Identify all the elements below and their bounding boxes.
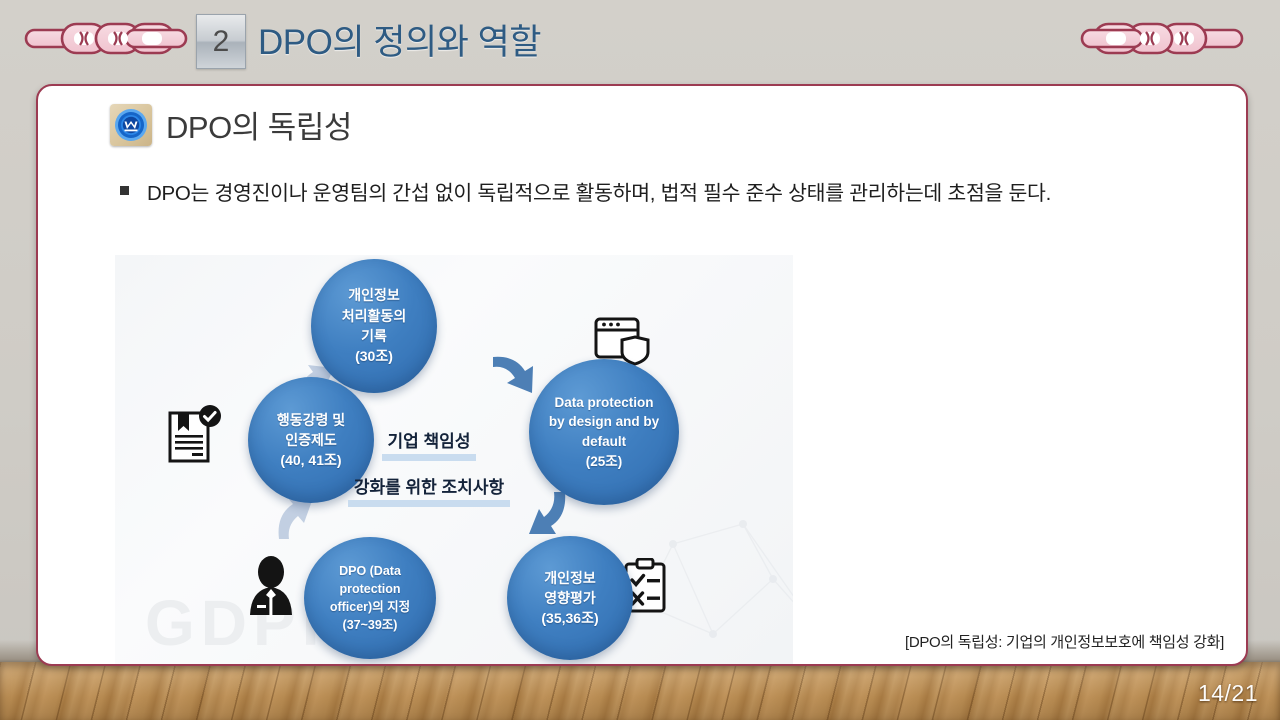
wooden-floor xyxy=(0,662,1280,720)
figure-caption: [DPO의 독립성: 기업의 개인정보보호에 책임성 강화] xyxy=(904,634,1225,651)
node-data-protection-by-design[interactable]: Data protection by design and by default… xyxy=(529,359,679,505)
chain-links-icon-left xyxy=(22,19,188,59)
certificate-icon xyxy=(165,403,227,470)
floor-sheen xyxy=(0,662,1280,720)
center-line-2: 강화를 위한 조치사항 xyxy=(347,477,511,508)
node-line: default xyxy=(581,434,627,449)
node-line: officer)의 지정 xyxy=(329,600,411,614)
node-record-of-processing[interactable]: 개인정보 처리활동의 기록 (30조) xyxy=(311,259,437,393)
cycle-diagram: GDPR xyxy=(115,255,793,664)
node-line: (25조) xyxy=(585,453,623,469)
node-line: Data protection xyxy=(554,394,654,410)
section-heading: DPO의 독립성 xyxy=(110,102,352,147)
chain-links-icon-right xyxy=(1080,19,1246,59)
slide-title: DPO의 정의와 역할 xyxy=(258,23,542,62)
node-dpo-designation[interactable]: DPO (Data protection officer)의 지정 (37~39… xyxy=(304,537,436,659)
page-number: 14/21 xyxy=(1197,680,1258,706)
node-line: DPO (Data xyxy=(339,563,401,578)
node-line: 행동강령 및 xyxy=(276,411,346,428)
center-line-1: 기업 책임성 xyxy=(381,431,477,462)
node-line: (35,36조) xyxy=(541,610,599,627)
section-title: DPO의 독립성 xyxy=(166,110,352,145)
arrow-to-impact xyxy=(519,488,571,549)
blue-emblem-icon xyxy=(110,103,152,146)
browser-shield-icon xyxy=(593,315,651,372)
checklist-icon xyxy=(623,557,669,619)
arrow-to-conduct xyxy=(273,487,321,548)
floor-grain xyxy=(0,662,1280,720)
node-line: 영향평가 xyxy=(544,589,596,606)
node-privacy-impact-assessment[interactable]: 개인정보 영향평가 (35,36조) xyxy=(507,536,633,660)
node-line: (30조) xyxy=(355,348,393,365)
slide-header: 2 DPO의 정의와 역할 xyxy=(0,0,1280,82)
bullet-text: DPO는 경영진이나 운영팀의 간섭 없이 독립적으로 활동하며, 법적 필수 … xyxy=(147,182,1051,205)
node-line: protection xyxy=(339,581,401,596)
diagram-center-label: 기업 책임성 강화를 위한 조치사항 xyxy=(311,431,547,508)
node-line: 인증제도 xyxy=(285,431,337,448)
bullet-item: DPO는 경영진이나 운영팀의 간섭 없이 독립적으로 활동하며, 법적 필수 … xyxy=(120,174,1200,214)
arrow-to-design xyxy=(489,351,541,412)
node-line: 기록 xyxy=(361,328,387,344)
content-card: DPO의 독립성 DPO는 경영진이나 운영팀의 간섭 없이 독립적으로 활동하… xyxy=(36,84,1248,666)
square-bullet-icon xyxy=(120,186,129,195)
person-icon xyxy=(247,555,295,622)
slide-number-badge: 2 xyxy=(196,14,246,69)
node-line: 처리활동의 xyxy=(341,307,407,324)
node-line: (40, 41조) xyxy=(280,452,342,469)
network-mesh-decoration xyxy=(579,520,793,658)
node-line: 개인정보 xyxy=(544,569,596,586)
node-line: (37~39조) xyxy=(342,618,398,633)
node-line: by design and by xyxy=(548,414,660,430)
node-code-of-conduct[interactable]: 행동강령 및 인증제도 (40, 41조) xyxy=(248,377,374,503)
node-line: 개인정보 xyxy=(348,287,400,304)
